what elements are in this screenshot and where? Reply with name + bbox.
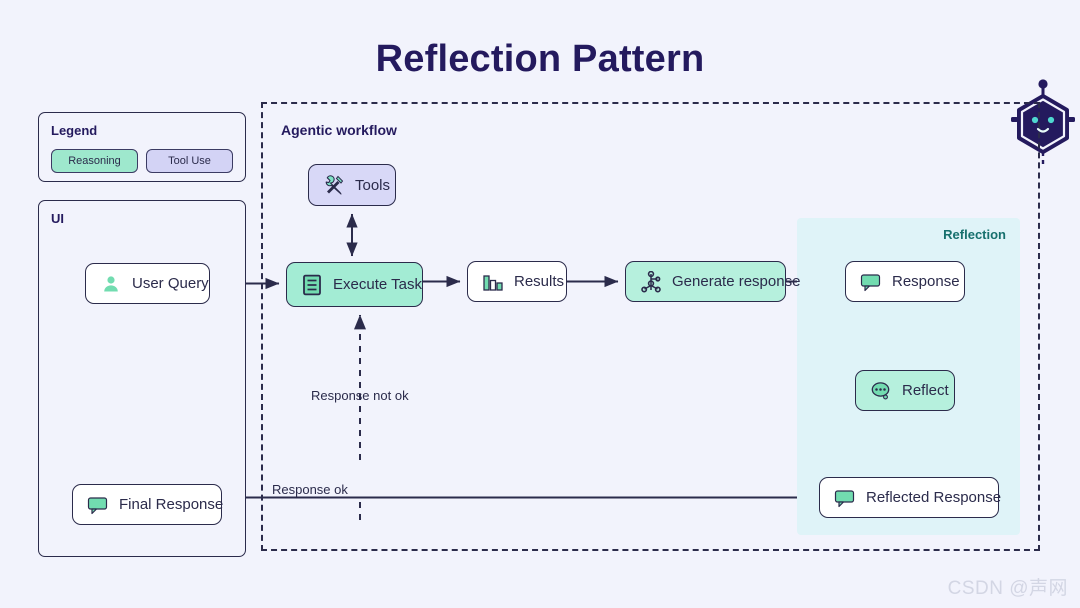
node-final-response[interactable]: Final Response [72, 484, 224, 525]
user-icon [100, 273, 122, 295]
ui-panel-title: UI [51, 211, 64, 226]
node-reflect-label: Reflect [902, 382, 949, 399]
node-response[interactable]: Response [845, 261, 965, 302]
edge-label-response-not-ok: Response not ok [311, 388, 409, 403]
node-reflected-response-label: Reflected Response [866, 489, 1002, 506]
node-results-label: Results [514, 273, 565, 290]
legend-chip-reasoning: Reasoning [51, 149, 138, 173]
legend-title: Legend [51, 123, 98, 138]
legend-chip-tool-use: Tool Use [146, 149, 233, 173]
node-user-query[interactable]: User Query [85, 263, 210, 304]
agentic-workflow-panel: Agentic workflow [261, 102, 1040, 551]
node-generate-response-label: Generate response [672, 273, 801, 290]
thought-bubble-icon [870, 380, 892, 402]
speech-bubble-icon [860, 271, 882, 293]
speech-bubble-icon [87, 494, 109, 516]
node-tools[interactable]: Tools [308, 164, 396, 206]
node-tools-label: Tools [355, 176, 391, 194]
page-title: Reflection Pattern [375, 38, 705, 80]
node-reflected-response[interactable]: Reflected Response [819, 477, 1002, 518]
node-final-response-label: Final Response [119, 496, 224, 513]
edge-label-response-ok: Response ok [272, 482, 348, 497]
watermark: CSDN @声网 [947, 578, 1068, 599]
node-execute-task-label: Execute Task [333, 276, 422, 293]
robot-head-icon [1011, 79, 1075, 168]
node-graph-icon [640, 270, 662, 293]
node-generate-response[interactable]: Generate response [625, 261, 800, 302]
tools-icon [323, 174, 345, 196]
node-reflect[interactable]: Reflect [855, 370, 955, 411]
speech-bubble-icon [834, 487, 856, 509]
document-list-icon [301, 274, 323, 296]
legend-panel: Legend Reasoning Tool Use [38, 112, 246, 182]
bar-chart-icon [482, 271, 504, 293]
node-response-label: Response [892, 273, 960, 290]
reflection-title: Reflection [943, 227, 1006, 242]
node-execute-task[interactable]: Execute Task [286, 262, 423, 307]
node-user-query-label: User Query [132, 275, 209, 292]
node-results[interactable]: Results [467, 261, 567, 302]
agentic-workflow-title: Agentic workflow [281, 122, 397, 138]
